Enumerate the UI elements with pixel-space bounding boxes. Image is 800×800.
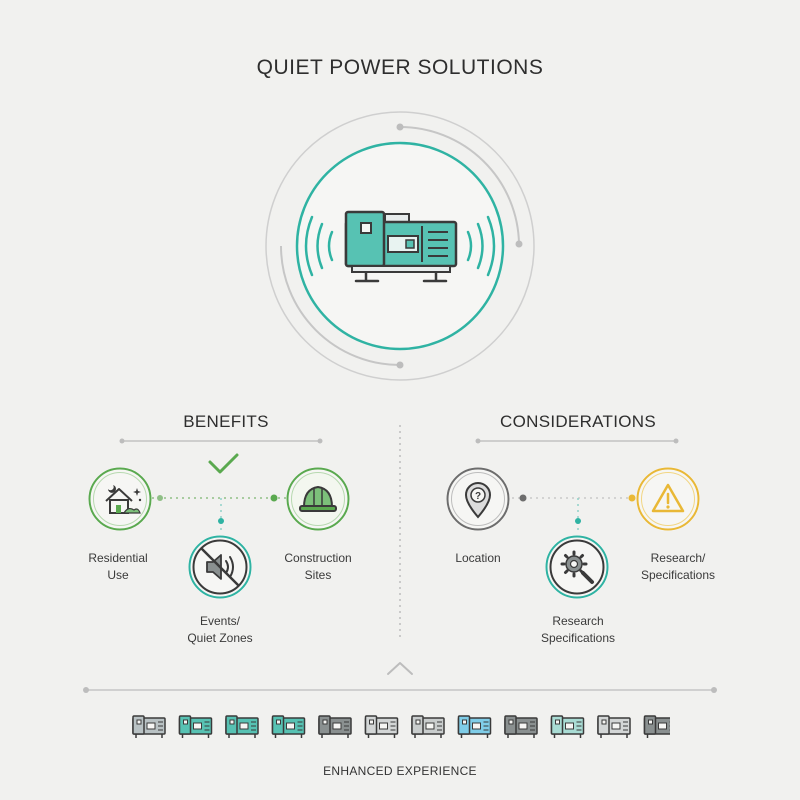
- mini-generator-icon: [597, 715, 631, 738]
- construction-label: Construction Sites: [248, 550, 388, 584]
- label-line: Quiet Zones: [187, 631, 253, 645]
- label-line: Research/: [650, 551, 706, 565]
- location-pin-icon: ?: [446, 467, 510, 531]
- events-label: Events/ Quiet Zones: [150, 613, 290, 647]
- research-node[interactable]: [545, 535, 609, 599]
- warning-icon: [636, 467, 700, 531]
- mini-generator-icon: [132, 715, 166, 738]
- muted-speaker-icon: [188, 535, 252, 599]
- label-line: Use: [107, 568, 129, 582]
- mini-generator-icon: [643, 715, 670, 738]
- construction-node[interactable]: [286, 467, 350, 531]
- label-line: Construction: [284, 551, 352, 565]
- residential-label: Residential Use: [48, 550, 188, 584]
- orbit-dot: [396, 361, 404, 369]
- mini-generator-icon: [318, 715, 352, 738]
- label-line: Residential: [88, 551, 148, 565]
- generator-icon: [304, 210, 496, 283]
- generator-icon-strip: [132, 715, 670, 738]
- checkmark-icon: [208, 453, 239, 474]
- mini-generator-icon: [178, 715, 213, 738]
- mini-generator-icon: [457, 715, 492, 738]
- mini-generator-icon: [411, 715, 445, 738]
- orbit-dot: [396, 123, 404, 131]
- label-line: Events/: [199, 614, 241, 628]
- chevron-up-icon: [387, 662, 413, 675]
- hard-hat-icon: [286, 467, 350, 531]
- orbit-arc-right: [399, 126, 520, 245]
- page-title: QUIET POWER SOLUTIONS: [256, 56, 544, 79]
- mini-generator-icon: [225, 715, 259, 738]
- warning-label: Research/ Specifications: [608, 550, 748, 584]
- mini-generator-icon: [504, 715, 538, 738]
- mini-generator-icon: [364, 715, 399, 738]
- residential-node[interactable]: [88, 467, 152, 531]
- label-line: Research: [552, 614, 604, 628]
- considerations-title: CONSIDERATIONS: [500, 412, 656, 431]
- label-line: Location: [455, 551, 501, 565]
- warning-node[interactable]: [636, 467, 700, 531]
- label-line: Specifications: [540, 631, 616, 645]
- orbit-arc-left: [280, 245, 401, 366]
- mini-generator-icon: [550, 715, 585, 738]
- location-node[interactable]: ?: [446, 467, 510, 531]
- outer-ring: [265, 111, 535, 381]
- house-icon: [88, 467, 152, 531]
- location-label: Location: [408, 550, 548, 567]
- footer-label: ENHANCED EXPERIENCE: [323, 764, 477, 778]
- svg-text:?: ?: [475, 491, 481, 502]
- label-line: Specifications: [640, 568, 716, 582]
- benefits-title: BENEFITS: [183, 412, 269, 431]
- label-line: Sites: [304, 568, 332, 582]
- mini-generator-icon: [271, 715, 306, 738]
- research-label: Research Specifications: [508, 613, 648, 647]
- gear-magnifier-icon: [545, 535, 609, 599]
- orbit-dot: [515, 240, 523, 248]
- events-node[interactable]: [188, 535, 252, 599]
